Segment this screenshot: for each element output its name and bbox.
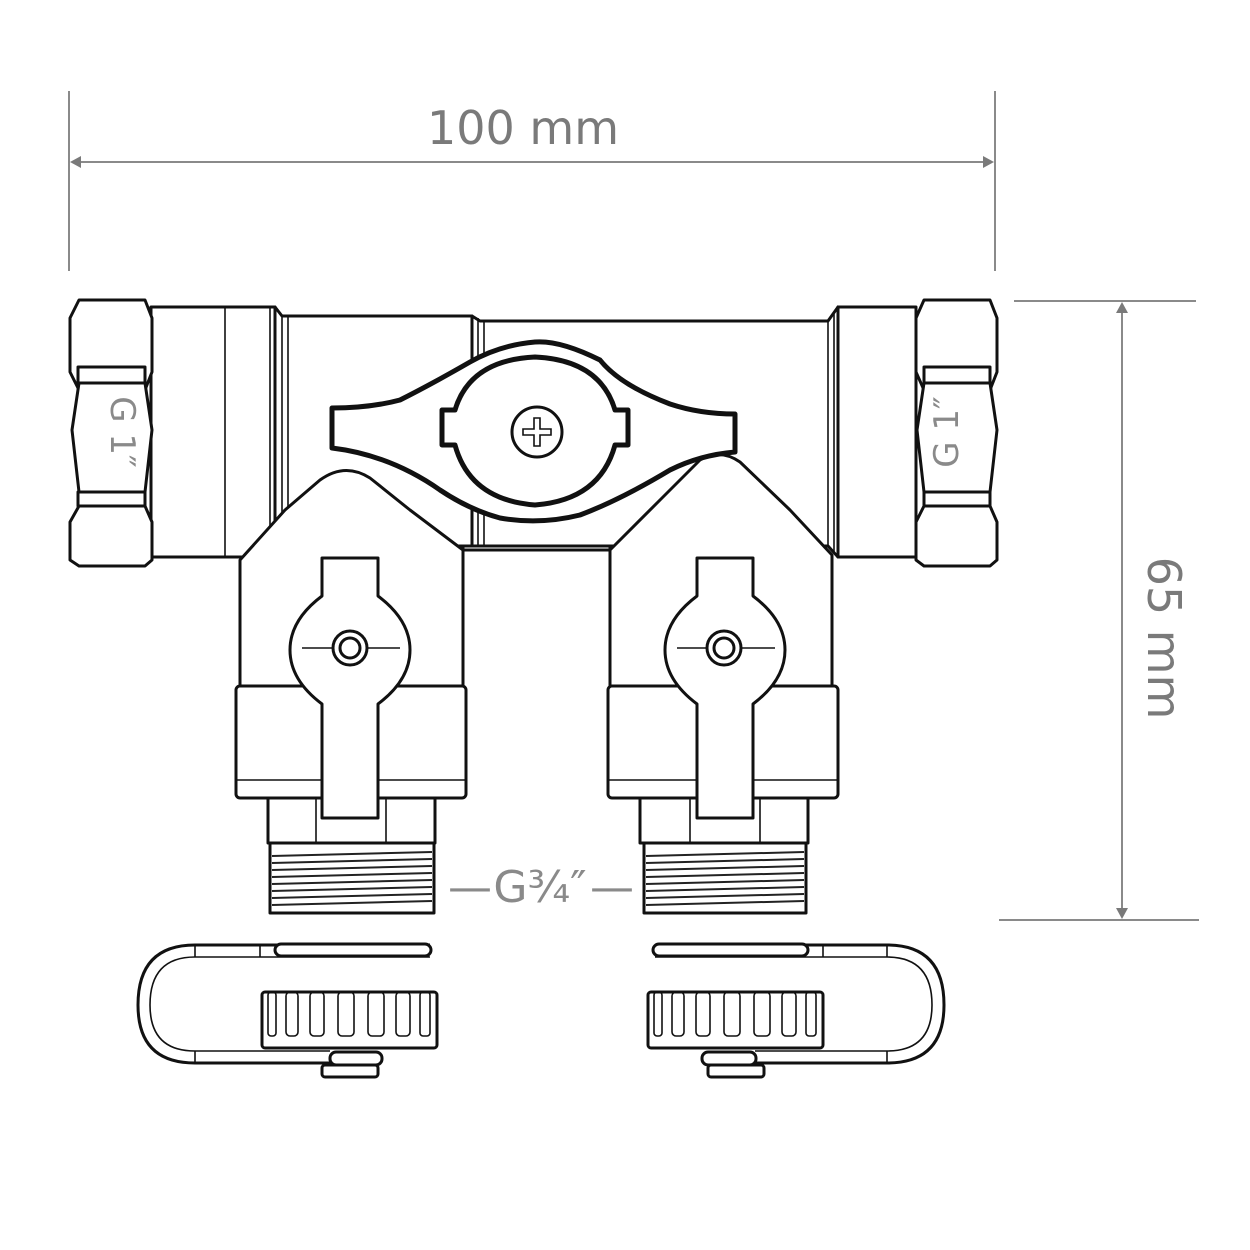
height-dimension: 65 mm: [999, 300, 1199, 921]
right-inlet-thread-label: G 1″: [927, 396, 967, 468]
left-outlet-thread: [268, 841, 436, 915]
width-dimension-label: 100 mm: [427, 101, 619, 155]
right-sleeve: [836, 305, 918, 559]
arrow-right-icon: [983, 156, 994, 168]
left-knurl-ridges: [267, 991, 431, 1037]
screw-head: [510, 405, 564, 459]
arrow-up-icon: [1116, 302, 1128, 313]
left-inlet-thread-label: G 1″: [102, 396, 142, 468]
left-hose-clip: [136, 942, 439, 1079]
left-valve-lever-icon[interactable]: [288, 556, 412, 820]
left-nut-bottom-face: [68, 504, 154, 568]
main-valve-handle[interactable]: [329, 339, 738, 524]
arrow-left-icon: [70, 156, 81, 168]
left-lever-pivot-inner: [338, 636, 362, 660]
outlet-dash-right: —: [590, 862, 634, 913]
left-clip-outer-loop: [136, 943, 430, 1065]
left-nut-top-band: [76, 365, 147, 385]
right-ball-valve: [606, 556, 840, 915]
left-clip-button[interactable]: [320, 1063, 380, 1079]
right-clip-outer-loop: [655, 943, 946, 1065]
width-dimension: 100 mm: [68, 91, 996, 271]
outlet-thread-label: G¾″: [493, 862, 586, 913]
right-lever-pivot-inner: [712, 636, 736, 660]
left-hex-nut: G 1″: [68, 298, 154, 568]
left-clip-tab: [273, 942, 433, 958]
right-hex-nut: G 1″: [914, 298, 999, 568]
left-clip-latch[interactable]: [328, 1050, 384, 1067]
center-bridge: [461, 544, 612, 552]
right-nut-top-band: [922, 365, 992, 385]
arrow-down-icon: [1116, 908, 1128, 919]
right-nut-bottom-band: [922, 490, 992, 508]
right-knurl-ridges: [653, 991, 817, 1037]
right-clip-button[interactable]: [706, 1063, 766, 1079]
outlet-thread-callout: — G¾″ —: [448, 862, 634, 913]
right-clip-latch[interactable]: [700, 1050, 758, 1067]
outlet-dash-left: —: [448, 862, 492, 913]
left-sleeve: [149, 305, 277, 559]
right-clip-inner-loop: [655, 956, 933, 1052]
left-clip-inner-loop: [149, 956, 430, 1052]
right-clip-tab: [651, 942, 810, 958]
phillips-cross-icon: [522, 417, 552, 447]
right-hose-clip: [646, 942, 946, 1079]
height-dimension-label: 65 mm: [1137, 557, 1191, 720]
left-nut-bottom-band: [76, 490, 147, 508]
left-ball-valve: [234, 556, 468, 915]
right-valve-lever-icon[interactable]: [663, 556, 787, 820]
right-outlet-thread: [642, 841, 808, 915]
right-nut-bottom-face: [914, 504, 999, 568]
